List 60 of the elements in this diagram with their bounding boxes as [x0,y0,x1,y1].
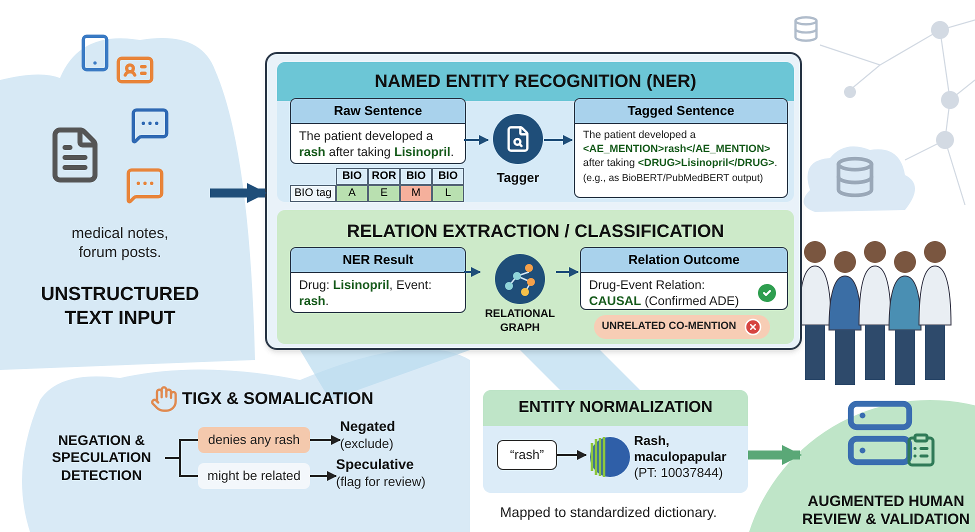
example-phrase: might be related [207,467,301,486]
arrow [556,267,579,277]
section-header: NAMED ENTITY RECOGNITION (NER) [277,62,794,101]
section-heading: UNSTRUCTURED TEXT INPUT [40,283,200,330]
status-pill [594,315,770,339]
table-cell: L [432,185,464,202]
source-caption: medical notes, forum posts. [70,225,170,262]
sentence-card [574,98,788,198]
concept-code: (PT: 10037844) [634,465,724,482]
arrow [748,445,802,465]
sentence-card [290,98,466,164]
card-header: Raw Sentence [291,99,465,124]
section-heading: AUGMENTED HUMAN REVIEW & VALIDATION [801,492,971,530]
normalization-panel [483,390,748,493]
table-header: BIO [432,168,464,185]
term-box [497,440,557,470]
card-text: The patient developed a <AE_MENTION>rash</AE_MENTION> after taking <DRUG>Lisinopril</DRUG>. [583,128,778,170]
card-header: NER Result [291,248,465,272]
section-heading: NEGATION & SPECULATION DETECTION [50,432,152,484]
arrow [210,183,267,203]
result-note: (flag for review) [336,474,427,490]
relation-panel [277,210,794,344]
ner-panel [277,62,794,202]
icon-caption: Tagger [496,169,540,187]
icon-caption: RELATIONAL GRAPH [484,308,556,336]
term-text: “rash” [510,446,544,464]
card-text: Drug-Event Relation: CAUSAL (Confirmed ADE) [589,276,740,308]
table-header: BIO [336,168,368,185]
table-header: BIO [400,168,432,185]
card-text: Drug: Lisinopril, Event: rash. [299,276,433,308]
table-cell: E [368,185,400,202]
table-row-header: BIO tag [290,185,336,202]
arrow [310,435,341,445]
section-header: ENTITY NORMALIZATION [483,390,748,426]
table-header: ROR [368,168,400,185]
table-cell: A [336,185,368,202]
card-text: (e.g., as BioBERT/PubMedBERT output) [583,172,764,184]
concept-name: Rash, maculopapular [634,432,728,466]
box-shape [265,52,802,350]
phrase-chip [198,427,310,453]
result-label: Negated [340,418,396,436]
table-cell: M [400,185,432,202]
arrow [464,267,481,277]
outcome-card [580,247,788,310]
arrow [464,135,489,145]
arrow [544,135,573,145]
arrow [557,450,587,460]
card-text: The patient developed a rash after taking Lisinopril. [299,128,455,160]
pill-text: UNRELATED CO-MENTION [602,319,736,334]
example-phrase: denies any rash [208,431,300,450]
result-label: Speculative [336,456,415,474]
card-header: Tagged Sentence [575,99,787,124]
section-label: TIGX & SOMALICATION [182,388,374,410]
card-header: Relation Outcome [581,248,787,272]
section-header: RELATION EXTRACTION / CLASSIFICATION [346,220,726,243]
sentence-card [290,247,466,313]
arrow [310,471,337,481]
node-caption: Mapped to standardized dictionary. [500,503,717,522]
phrase-chip [198,463,310,489]
result-note: (exclude) [340,436,394,452]
